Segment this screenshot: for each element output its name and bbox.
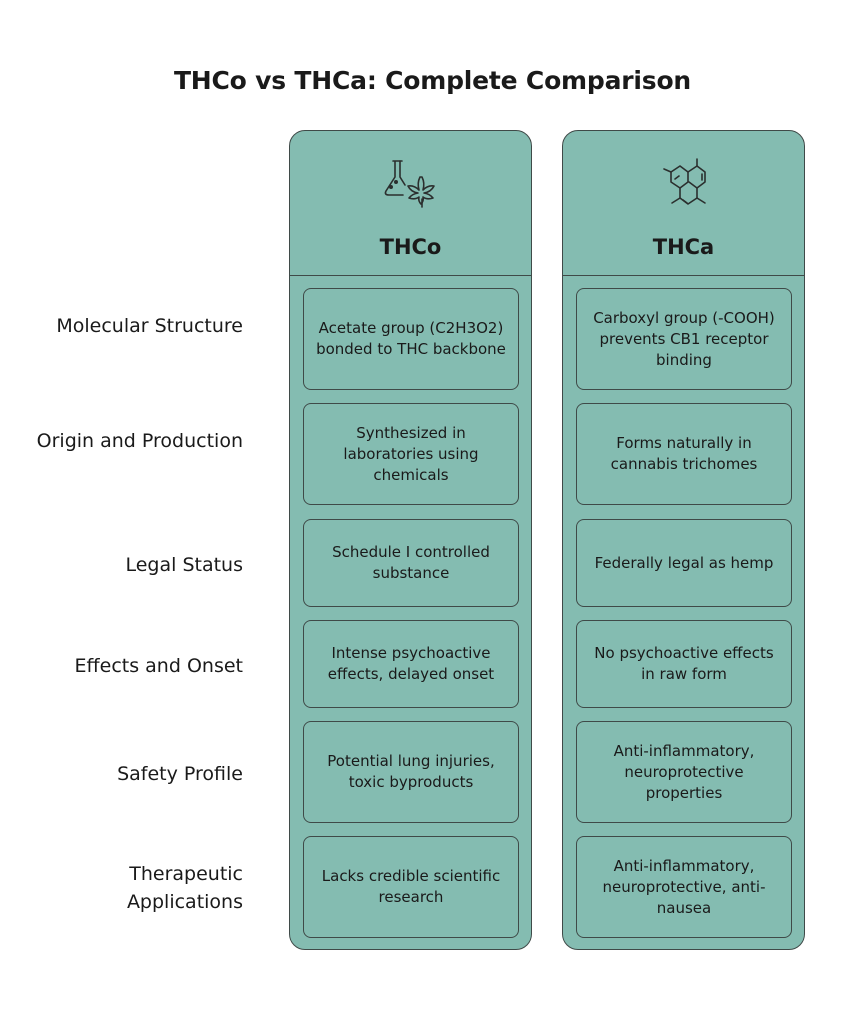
thco-header: THCo — [290, 131, 531, 276]
row-label-safety-profile: Safety Profile — [117, 763, 243, 785]
thca-legal-status: Federally legal as hemp — [576, 519, 792, 607]
thco-molecular-structure: Acetate group (C2H3O2) bonded to THC bac… — [303, 288, 519, 390]
thco-effects-onset: Intense psychoactive effects, delayed on… — [303, 620, 519, 708]
thco-safety-profile: Potential lung injuries, toxic byproduct… — [303, 721, 519, 823]
thca-safety-profile: Anti-inflammatory, neuroprotective prope… — [576, 721, 792, 823]
thca-molecular-structure: Carboxyl group (-COOH) prevents CB1 rece… — [576, 288, 792, 390]
row-label-legal-status: Legal Status — [125, 554, 243, 576]
row-label-molecular-structure: Molecular Structure — [56, 315, 243, 337]
thca-therapeutic-applications: Anti-inflammatory, neuroprotective, anti… — [576, 836, 792, 938]
thco-column: THCo Acetate group (C2H3O2) bonded to TH… — [289, 130, 532, 950]
row-label-therapeutic-applications: Therapeutic Applications — [126, 863, 243, 913]
molecule-icon — [662, 158, 706, 205]
thca-column: THCa Carboxyl group (-COOH) prevents CB1… — [562, 130, 805, 950]
thca-effects-onset: No psychoactive effects in raw form — [576, 620, 792, 708]
flask-cannabis-icon — [384, 160, 435, 208]
thco-origin-production: Synthesized in laboratories using chemic… — [303, 403, 519, 505]
page-title: THCo vs THCa: Complete Comparison — [173, 66, 692, 95]
thca-title: THCa — [652, 235, 715, 259]
thco-title: THCo — [379, 235, 442, 259]
row-label-effects-onset: Effects and Onset — [74, 655, 243, 677]
thco-therapeutic-applications: Lacks credible scientific research — [303, 836, 519, 938]
thca-header: THCa — [563, 131, 804, 276]
thca-origin-production: Forms naturally in cannabis trichomes — [576, 403, 792, 505]
thco-legal-status: Schedule I controlled substance — [303, 519, 519, 607]
row-label-origin-production: Origin and Production — [36, 430, 243, 452]
